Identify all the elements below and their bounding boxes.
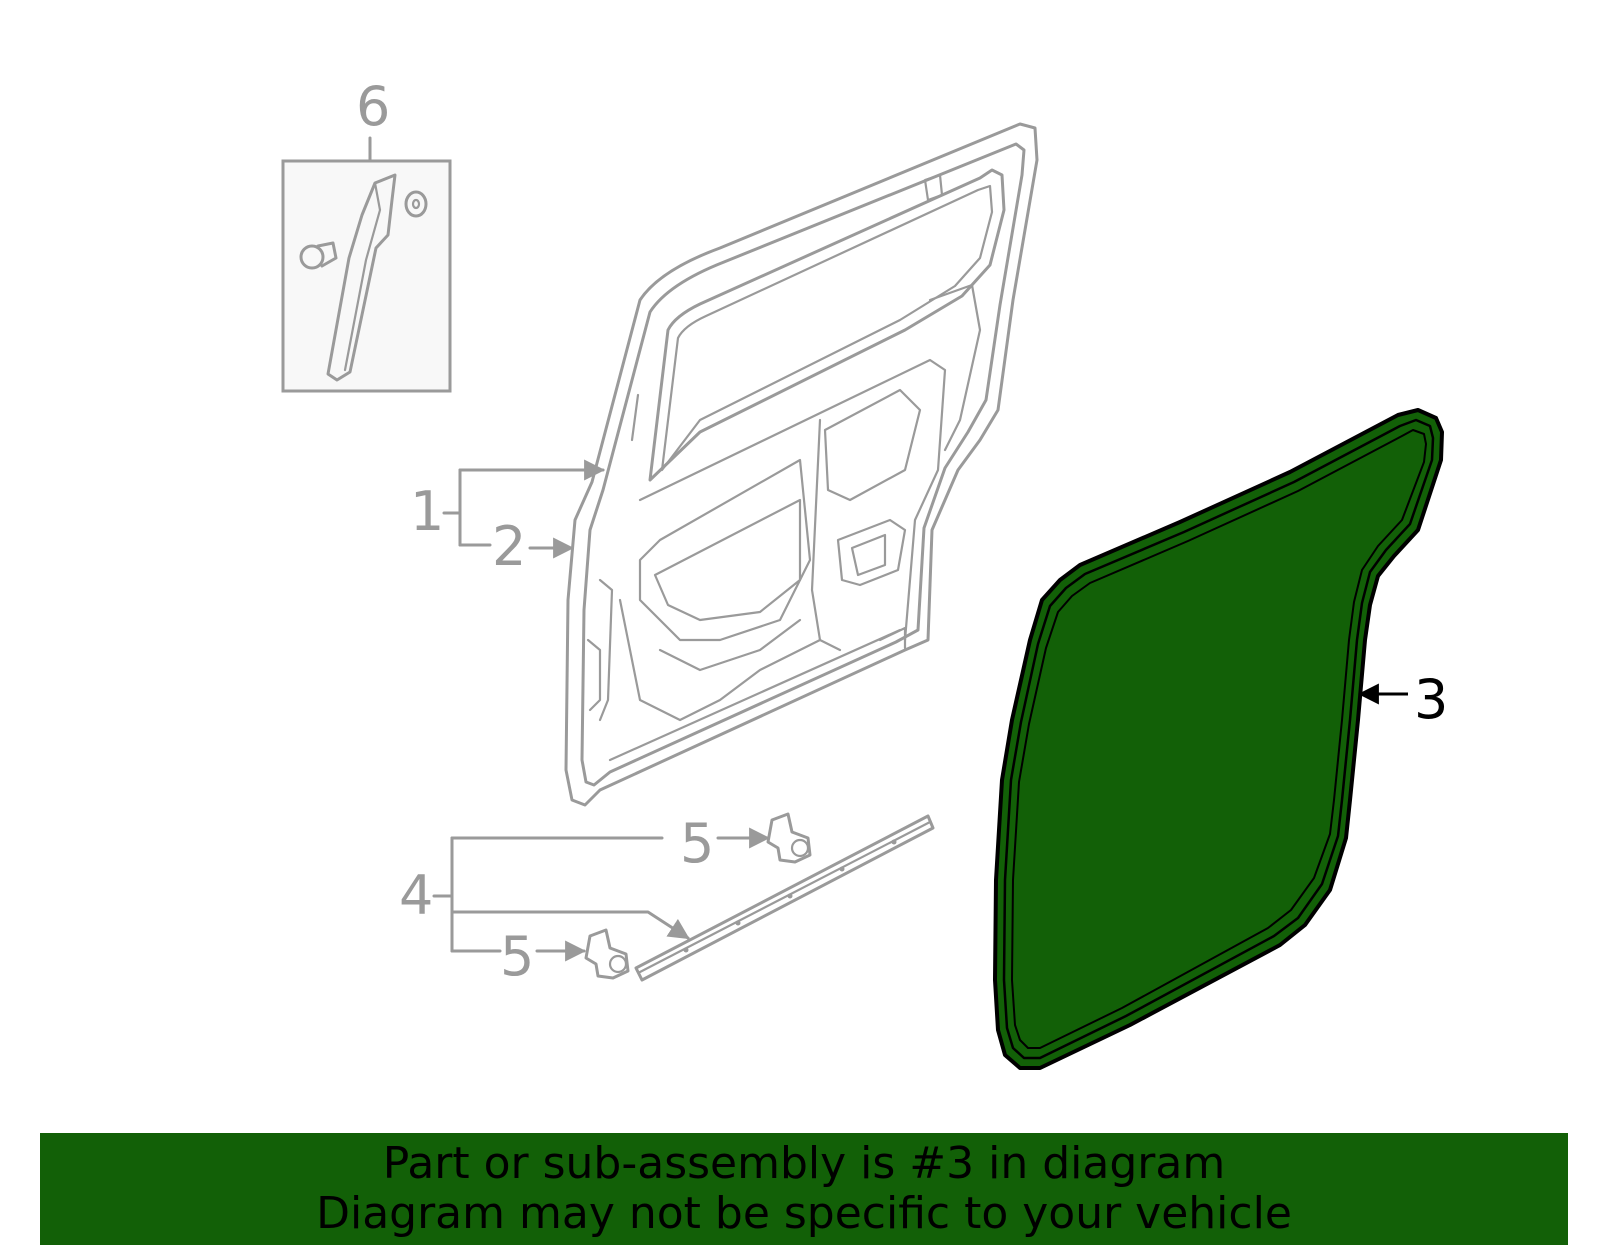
callout-2: 2 xyxy=(492,515,526,578)
callout-6: 6 xyxy=(356,75,390,138)
banner-disclaimer-line: Diagram may not be specific to your vehi… xyxy=(316,1188,1292,1239)
banner-part-line: Part or sub-assembly is #3 in diagram xyxy=(382,1138,1226,1189)
pillar-molding xyxy=(326,173,397,382)
callout-1: 1 xyxy=(410,480,444,543)
part-6-inset xyxy=(281,136,452,393)
clip-upper-icon xyxy=(766,812,812,864)
clip-icon xyxy=(299,241,338,270)
part-3-weatherstrip xyxy=(993,408,1444,1070)
leader-lines xyxy=(432,459,1408,962)
door-shell xyxy=(564,122,1039,807)
info-banner: Part or sub-assembly is #3 in diagram Di… xyxy=(40,1133,1568,1245)
nut-icon xyxy=(404,190,428,218)
callout-5-upper: 5 xyxy=(680,812,714,875)
clip-lower-icon xyxy=(584,928,630,980)
callout-3[interactable]: 3 xyxy=(1414,668,1448,731)
callout-5-lower: 5 xyxy=(500,925,534,988)
rocker-molding xyxy=(634,814,935,982)
callout-4: 4 xyxy=(399,864,433,927)
